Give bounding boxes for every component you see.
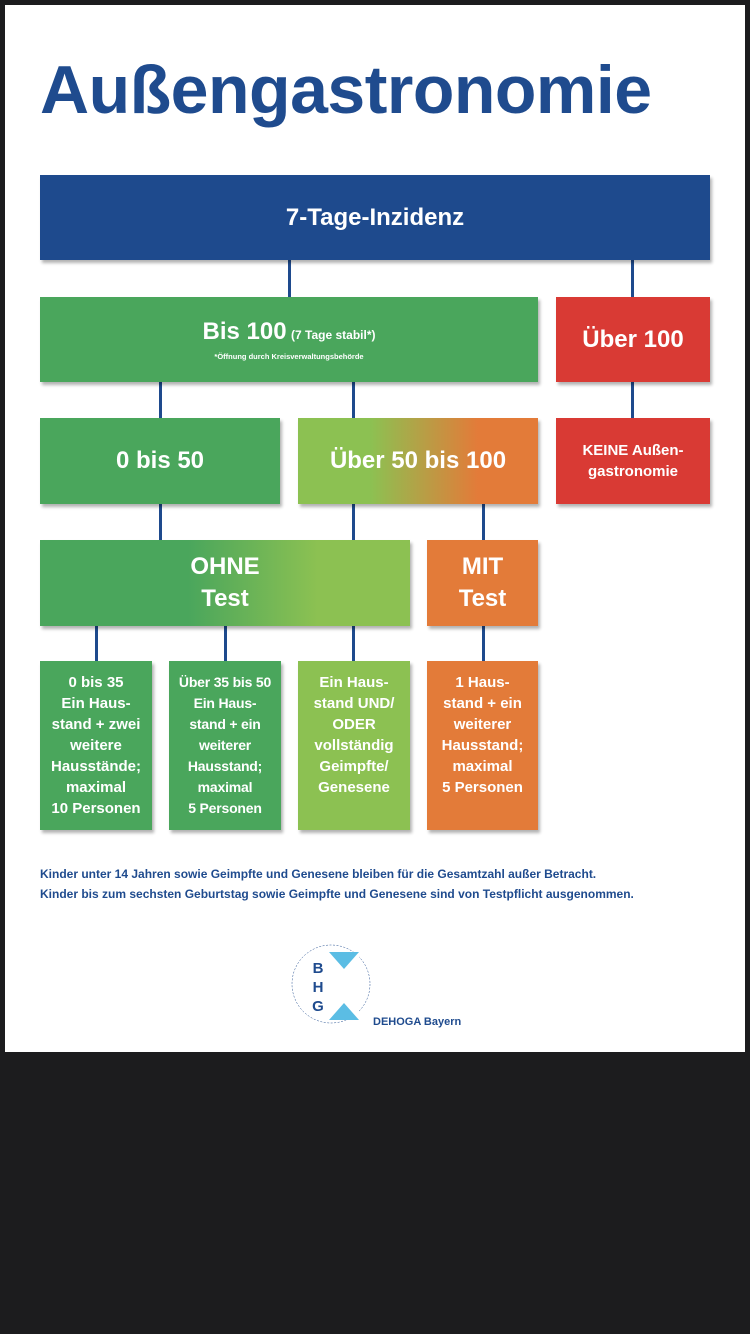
mit-line: Test [458,585,507,612]
connector [224,626,227,663]
connector [631,382,634,420]
rule-line: Hausstand; [441,737,524,754]
rule-line: 5 Personen [442,779,523,796]
page-title: Außengastronomie [40,52,652,128]
ueber-50-label: Über 50 bis 100 [329,447,507,474]
rule-line: Ein Haus- [193,695,257,711]
rule-line: stand + zwei [51,716,141,733]
rule-line: stand UND/ [313,695,395,712]
ueber-100-box: Über 100 [556,297,710,382]
rule-line: Hausstand; [187,758,263,774]
connector [352,626,355,663]
ohne-line: Test [201,585,249,612]
rule-line: Hausstände; [50,758,142,775]
rule-line: Ein Haus- [61,695,131,712]
footnote: Kinder bis zum sechsten Geburtstag sowie… [40,887,634,901]
footnotes: Kinder unter 14 Jahren sowie Geimpfte un… [40,864,710,904]
rule-line: Ein Haus- [319,674,389,691]
svg-text:B: B [313,960,324,977]
rule-line: Genesene [318,779,390,796]
rule-line: 0 bis 35 [68,674,124,691]
rule-line: stand + ein [189,716,261,732]
zero-50-box: 0 bis 50 [40,418,280,504]
ohne-test-box: OHNE Test [40,540,410,626]
rule-box-35-50: Über 35 bis 50 Ein Haus-stand + ein weiter… [169,661,281,830]
keine-line: gastronomie [587,463,678,480]
connector [159,382,162,420]
rule-line: maximal [65,779,127,796]
connector [288,260,291,298]
rule-line: maximal [452,758,513,775]
rule-line: weiterer [198,737,252,753]
mit-test-box: MIT Test [427,540,538,626]
rule-line: 10 Personen [51,800,141,817]
rule-line: ODER [332,716,376,733]
rule-line: Über 35 bis 50 [178,674,272,690]
connector [352,382,355,420]
connector [482,626,485,663]
ohne-line: OHNE [190,553,260,580]
rule-line: 5 Personen [188,800,262,816]
footnote: Kinder unter 14 Jahren sowie Geimpfte un… [40,867,597,881]
bis-100-paren: (7 Tage stabil*) [291,328,376,342]
bhg-logo: B H G [288,942,378,1027]
header-label: 7-Tage-Inzidenz [285,203,465,231]
dehoga-label: DEHOGA Bayern [373,1016,462,1028]
rule-line: vollständig [314,737,394,754]
keine-line: KEINE Außen- [582,442,684,459]
connector [631,260,634,298]
bis-100-box: Bis 100 (7 Tage stabil*) *Öffnung durch … [40,297,538,382]
incidence-header: 7-Tage-Inzidenz [40,175,710,260]
rule-line: stand + ein [443,695,522,712]
rule-line: Geimpfte/ [319,758,389,775]
rule-line: maximal [197,779,253,795]
connector [352,504,355,542]
bis-100-note: *Öffnung durch Kreisverwaltungsbehörde [214,352,364,361]
rule-line: weiterer [453,716,512,733]
bis-100-label: Bis 100 [202,318,287,345]
connector [482,504,485,542]
ueber-100-label: Über 100 [582,325,684,353]
connector [95,626,98,663]
mit-line: MIT [461,553,504,580]
zero-50-label: 0 bis 50 [115,447,205,474]
rule-line: weitere [70,737,122,754]
svg-text:H: H [313,979,324,996]
ueber-50-box: Über 50 bis 100 [298,418,538,504]
keine-box: KEINE Außen-gastronomie [556,418,710,504]
rule-line: 1 Haus- [455,674,510,691]
svg-text:G: G [312,998,324,1015]
connector [159,504,162,542]
